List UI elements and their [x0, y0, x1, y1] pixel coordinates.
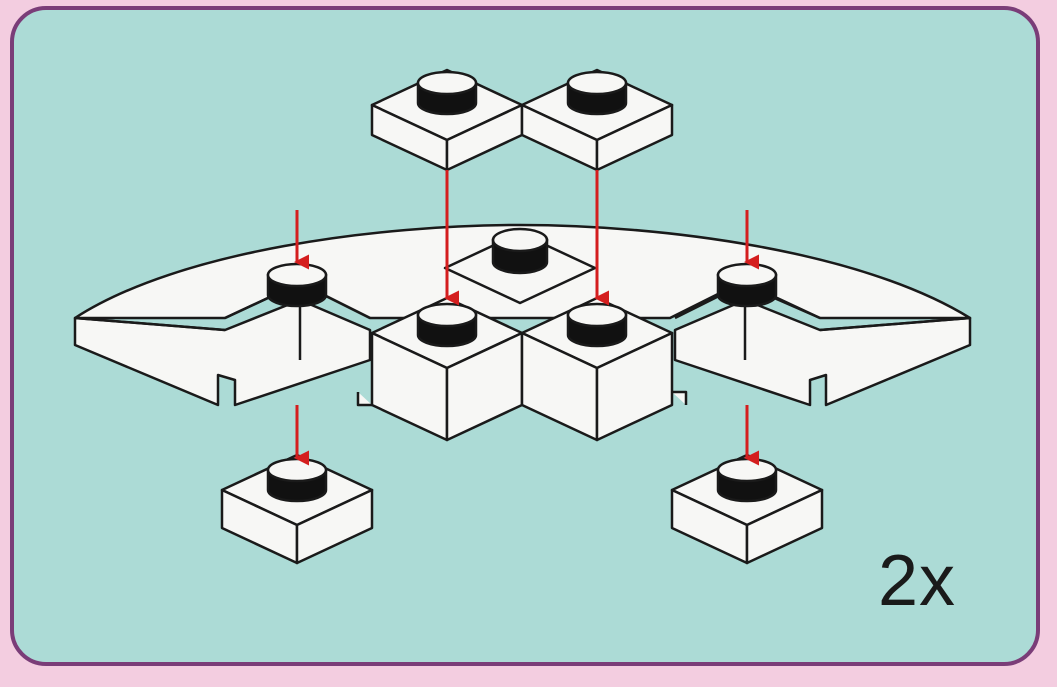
wedge-center-stud: [491, 227, 549, 275]
plate-1x1-bottom-left-stud: [266, 457, 328, 503]
assembly-arrows: [294, 170, 759, 466]
wedge-right-stud: [716, 262, 778, 308]
brick-1x1-center-left-stud: [416, 302, 478, 348]
plate-1x1-top-right-stud: [566, 70, 628, 116]
wedge-left-stud: [266, 262, 328, 308]
plate-1x1-bottom-right-stud: [716, 457, 778, 503]
brick-1x1-center-right-stud: [566, 302, 628, 348]
quantity-label: 2x: [878, 541, 957, 621]
plate-1x1-top-left-stud: [416, 70, 478, 116]
